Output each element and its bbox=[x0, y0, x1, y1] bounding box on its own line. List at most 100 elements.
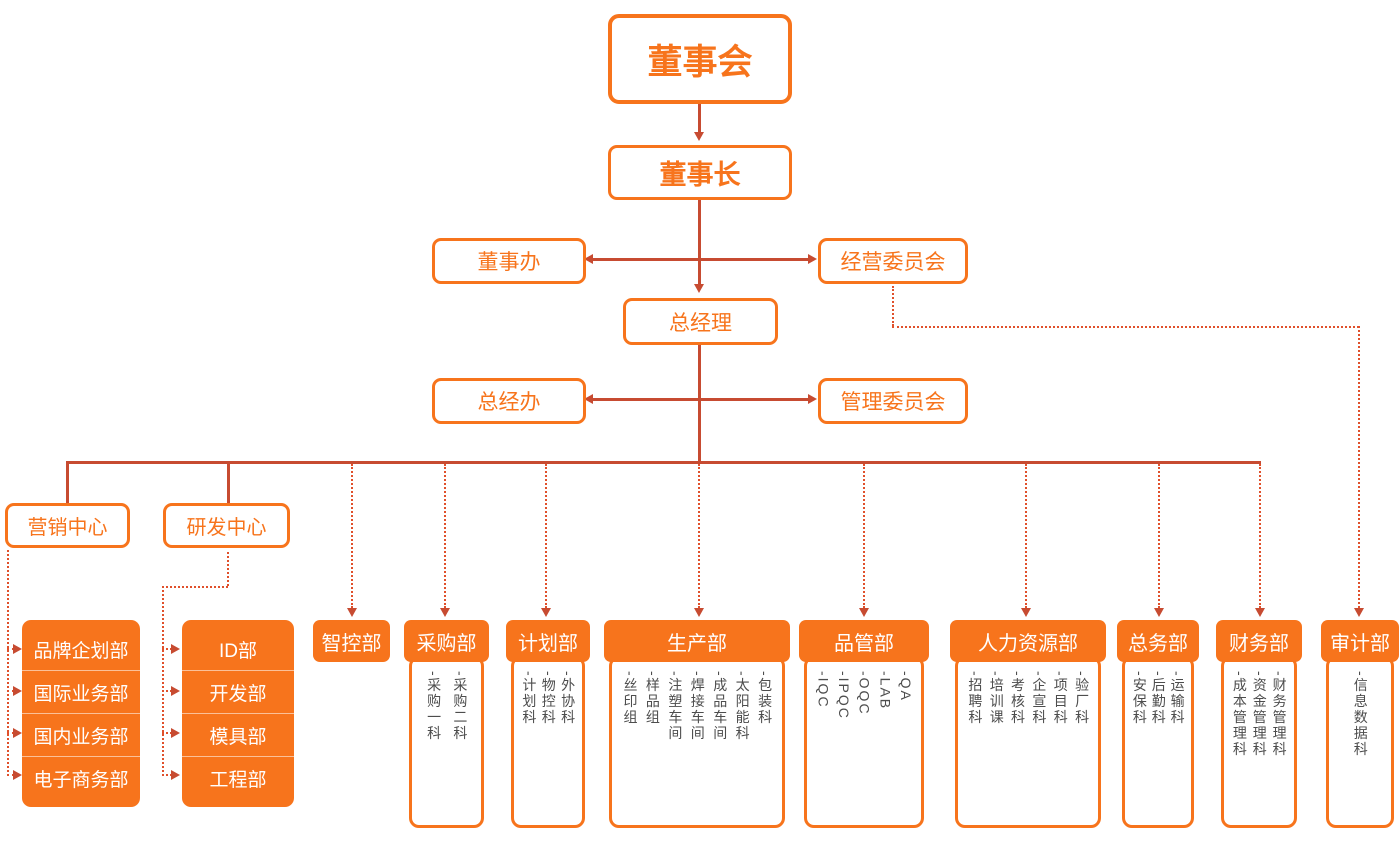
arrowhead-board-chairman bbox=[694, 132, 704, 141]
dept-label: 人力资源部 bbox=[978, 632, 1078, 655]
rnd-center-box: 研发中心 bbox=[163, 503, 290, 548]
list-item: 国际业务部 bbox=[22, 671, 140, 714]
sub-dept-item: -包装科 bbox=[757, 671, 774, 726]
dept-finance: -成本管理科 -资金管理科 -财务管理科 财务部 bbox=[1216, 620, 1302, 828]
dept-purchasing-body: -采购一科 -采购二科 bbox=[409, 656, 484, 828]
rnd-stub-2 bbox=[162, 690, 172, 692]
arrowhead-to-board-office bbox=[584, 254, 593, 264]
sub-dept-item: -IQC bbox=[815, 671, 832, 709]
dept-general-affairs-body: -安保科 -后勤科 -运输科 bbox=[1122, 656, 1194, 828]
arrowhead-rnd-child-1 bbox=[171, 644, 180, 654]
operation-committee-label: 经营委员会 bbox=[840, 251, 946, 274]
rnd-center-label: 研发中心 bbox=[186, 517, 267, 539]
arrowhead-production bbox=[694, 608, 704, 617]
drop-general-affairs bbox=[1158, 464, 1160, 608]
connector-gmoffice-committee bbox=[592, 398, 810, 401]
sub-dept-item: -成品车间 bbox=[712, 671, 729, 742]
sub-dept-item: -QA bbox=[897, 671, 914, 702]
dept-hr-body: -招聘科 -培训课 -考核科 -企宣科 -项目科 -验厂科 bbox=[955, 656, 1101, 828]
arrowhead-hr bbox=[1021, 608, 1031, 617]
list-item: ID部 bbox=[182, 628, 294, 671]
committee-audit-path-v2 bbox=[1358, 326, 1360, 608]
dept-label: 品管部 bbox=[834, 632, 894, 655]
sub-dept-item: -样品组 bbox=[644, 671, 661, 726]
drop-purchasing bbox=[444, 464, 446, 608]
drop-finance bbox=[1259, 464, 1261, 608]
sub-dept-item: -太阳能科 bbox=[734, 671, 751, 742]
dept-quality: -IQC -IPQC -OQC -LAB -QA 品管部 bbox=[799, 620, 929, 828]
connector-gm-trunk bbox=[698, 345, 701, 462]
rnd-children-list: ID部 开发部 模具部 工程部 bbox=[182, 620, 294, 807]
sub-dept-item: -后勤科 bbox=[1150, 671, 1167, 726]
dept-production: -丝印组 -样品组 -注塑车间 -焊接车间 -成品车间 -太阳能科 -包装科 生… bbox=[604, 620, 790, 828]
sub-dept-item: -采购二科 bbox=[452, 671, 469, 742]
sub-dept-item: -考核科 bbox=[1010, 671, 1027, 726]
sub-dept-item: -计划科 bbox=[521, 671, 538, 726]
marketing-center-box: 营销中心 bbox=[5, 503, 130, 548]
sub-dept-item: -IPQC bbox=[836, 671, 853, 720]
list-item: 电子商务部 bbox=[33, 769, 129, 791]
sub-dept-item: -安保科 bbox=[1131, 671, 1148, 726]
management-committee-box: 管理委员会 bbox=[818, 378, 968, 424]
gm-office-label: 总经办 bbox=[477, 391, 541, 414]
arrowhead-purchasing bbox=[440, 608, 450, 617]
sub-dept-item: -财务管理科 bbox=[1271, 671, 1288, 758]
marketing-children-path bbox=[7, 550, 9, 776]
drop-quality bbox=[863, 464, 865, 608]
marketing-stub-1 bbox=[7, 648, 14, 650]
dept-purchasing: -采购一科 -采购二科 采购部 bbox=[404, 620, 489, 828]
dept-production-body: -丝印组 -样品组 -注塑车间 -焊接车间 -成品车间 -太阳能科 -包装科 bbox=[609, 656, 785, 828]
dept-quality-header: 品管部 bbox=[799, 620, 929, 662]
arrowhead-to-operation-committee bbox=[808, 254, 817, 264]
arrowhead-rnd-child-3 bbox=[171, 728, 180, 738]
arrowhead-audit bbox=[1354, 608, 1364, 617]
arrowhead-to-gm-office bbox=[584, 394, 593, 404]
dept-planning-body: -计划科 -物控科 -外协科 bbox=[511, 656, 585, 828]
management-committee-label: 管理委员会 bbox=[840, 391, 946, 414]
sub-dept-item: -焊接车间 bbox=[689, 671, 706, 742]
sub-dept-item: -OQC bbox=[856, 671, 873, 716]
dept-label: 计划部 bbox=[518, 632, 578, 655]
rnd-children-path-v1 bbox=[227, 552, 229, 586]
dept-label: 采购部 bbox=[416, 632, 477, 655]
sub-dept-item: -企宣科 bbox=[1031, 671, 1048, 726]
sub-dept-item: -验厂科 bbox=[1074, 671, 1091, 726]
sub-dept-item: -丝印组 bbox=[622, 671, 639, 726]
sub-dept-item: -项目科 bbox=[1052, 671, 1069, 726]
dept-audit: -信息数据科 审计部 bbox=[1321, 620, 1399, 828]
drop-hr bbox=[1025, 464, 1027, 608]
dept-label: 生产部 bbox=[667, 632, 727, 655]
general-manager-box: 总经理 bbox=[623, 298, 778, 345]
dept-general-affairs-header: 总务部 bbox=[1117, 620, 1199, 662]
dept-label: 智控部 bbox=[321, 632, 382, 655]
list-item: 工程部 bbox=[209, 769, 267, 791]
sub-dept-item: -资金管理科 bbox=[1251, 671, 1268, 758]
board-label: 董事会 bbox=[647, 42, 753, 82]
dept-intelligent-control: 智控部 bbox=[313, 620, 390, 662]
list-item: 品牌企划部 bbox=[22, 628, 140, 671]
dept-general-affairs: -安保科 -后勤科 -运输科 总务部 bbox=[1117, 620, 1199, 828]
sub-dept-item: -物控科 bbox=[540, 671, 557, 726]
dept-hr-header: 人力资源部 bbox=[950, 620, 1106, 662]
rnd-children-path-v2 bbox=[162, 586, 164, 776]
arrowhead-marketing-child-3 bbox=[13, 728, 22, 738]
sub-dept-item: -运输科 bbox=[1169, 671, 1186, 726]
drop-production bbox=[698, 464, 700, 608]
marketing-stub-2 bbox=[7, 690, 14, 692]
dept-planning-header: 计划部 bbox=[506, 620, 590, 662]
dept-finance-header: 财务部 bbox=[1216, 620, 1302, 662]
connector-board-chairman bbox=[698, 104, 701, 134]
sub-dept-item: -采购一科 bbox=[426, 671, 443, 742]
sub-dept-item: -信息数据科 bbox=[1352, 671, 1369, 758]
arrowhead-rnd-child-2 bbox=[171, 686, 180, 696]
marketing-center-label: 营销中心 bbox=[27, 517, 108, 539]
sub-dept-item: -外协科 bbox=[560, 671, 577, 726]
committee-audit-path-v1 bbox=[892, 286, 894, 326]
list-item: 模具部 bbox=[182, 714, 294, 757]
dept-audit-body: -信息数据科 bbox=[1326, 656, 1394, 828]
sub-dept-item: -成本管理科 bbox=[1231, 671, 1248, 758]
arrowhead-to-management-committee bbox=[808, 394, 817, 404]
drop-planning bbox=[545, 464, 547, 608]
connector-chairman-gm bbox=[698, 200, 701, 286]
